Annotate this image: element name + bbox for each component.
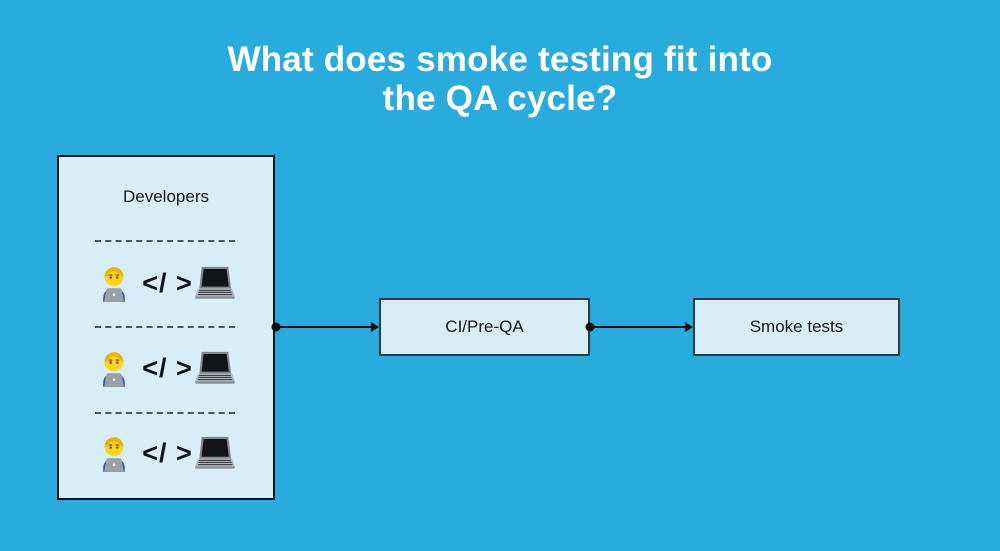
developers-label: Developers — [123, 187, 209, 206]
technologist-icon — [103, 437, 126, 472]
dashed-divider — [95, 240, 235, 242]
node-smoke-tests: Smoke tests — [693, 298, 900, 356]
technologist-icon — [103, 352, 126, 387]
developer-row: </ > — [59, 261, 273, 305]
laptop-icon — [194, 436, 235, 469]
developer-row: </ > — [59, 431, 273, 475]
code-brackets-text: </ > — [142, 437, 193, 468]
code-brackets-text: </ > — [142, 352, 193, 383]
node-label: Smoke tests — [749, 317, 844, 336]
title-line-2: the QA cycle? — [382, 79, 618, 118]
technologist-icon — [103, 267, 126, 302]
flow-arrow-devs-to-ci — [271, 322, 379, 332]
node-label: CI/Pre-QA — [445, 317, 524, 336]
laptop-icon — [194, 351, 235, 384]
node-ci-pre-qa: CI/Pre-QA — [379, 298, 590, 356]
laptop-icon — [194, 266, 235, 299]
flow-arrow-ci-to-smoke — [585, 322, 693, 332]
developer-row: </ > — [59, 346, 273, 390]
title-line-1: What does smoke testing fit into — [227, 40, 773, 79]
developers-group: Developers </ > — [57, 155, 275, 500]
dashed-divider — [95, 412, 235, 414]
code-brackets-text: </ > — [142, 267, 193, 298]
page-title: What does smoke testing fit into the QA … — [0, 40, 1000, 118]
dashed-divider — [95, 326, 235, 328]
